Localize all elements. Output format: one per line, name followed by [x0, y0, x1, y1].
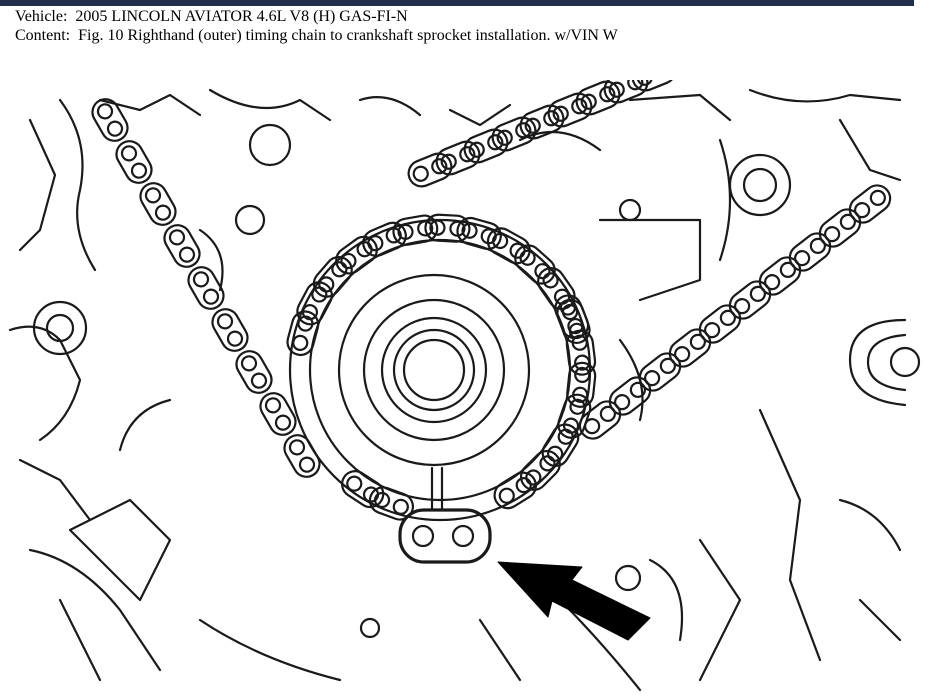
chain-link: [519, 449, 561, 491]
chain-link: [758, 256, 802, 296]
chain-link: [565, 329, 597, 376]
chain-link: [638, 352, 682, 392]
chain-link: [139, 182, 177, 226]
chain-link: [486, 227, 531, 265]
chain-link: [566, 361, 597, 408]
chain-link: [115, 140, 153, 184]
chain-link: [608, 376, 652, 416]
chain-link: [286, 310, 320, 357]
chain-link: [211, 308, 249, 352]
chain-link: [187, 266, 225, 310]
chain-link: [788, 232, 832, 272]
header-accent-bar: [0, 0, 914, 6]
chain-link: [407, 152, 453, 188]
timing-chain: [91, 80, 892, 521]
chain-link: [335, 235, 378, 275]
content-label: Content:: [15, 27, 71, 44]
chain-link: [424, 213, 471, 243]
engine-block-outline: [8, 88, 902, 692]
chain-link: [668, 328, 712, 368]
chain-link: [312, 255, 353, 298]
chain-link: [91, 98, 129, 142]
vehicle-line: Vehicle: 2005 LINCOLN AVIATOR 4.6L V8 (H…: [15, 8, 408, 26]
vehicle-label: Vehicle:: [15, 8, 68, 25]
chain-link: [235, 350, 273, 394]
chain-link: [541, 423, 580, 467]
chain-link: [578, 400, 622, 440]
pointer-arrow: [497, 561, 651, 641]
chain-link: [818, 208, 862, 248]
chain-link: [848, 184, 892, 224]
chain-link: [631, 80, 677, 92]
vehicle-value: 2005 LINCOLN AVIATOR 4.6L V8 (H) GAS-FI-…: [75, 8, 408, 25]
chain-link: [556, 298, 591, 344]
chain-link: [698, 304, 742, 344]
content-line: Content: Fig. 10 Righthand (outer) timin…: [15, 27, 618, 45]
chain-link: [259, 392, 297, 436]
chain-link: [514, 244, 556, 285]
mounting-bolts: [32, 123, 792, 639]
content-value: Fig. 10 Righthand (outer) timing chain t…: [78, 27, 618, 44]
chain-link: [296, 281, 333, 326]
chain-link: [368, 486, 414, 521]
right-side-pulley: [848, 318, 921, 407]
chain-link: [341, 470, 385, 509]
chain-link: [392, 214, 439, 246]
chain-link: [283, 434, 321, 478]
timing-mark: [398, 466, 492, 564]
chain-link: [362, 221, 407, 257]
chain-link: [728, 280, 772, 320]
chain-link: [537, 267, 576, 311]
timing-chain-illustration: [0, 80, 926, 697]
chain-link: [493, 471, 537, 510]
chain-link: [456, 216, 502, 251]
chain-link: [163, 224, 201, 268]
